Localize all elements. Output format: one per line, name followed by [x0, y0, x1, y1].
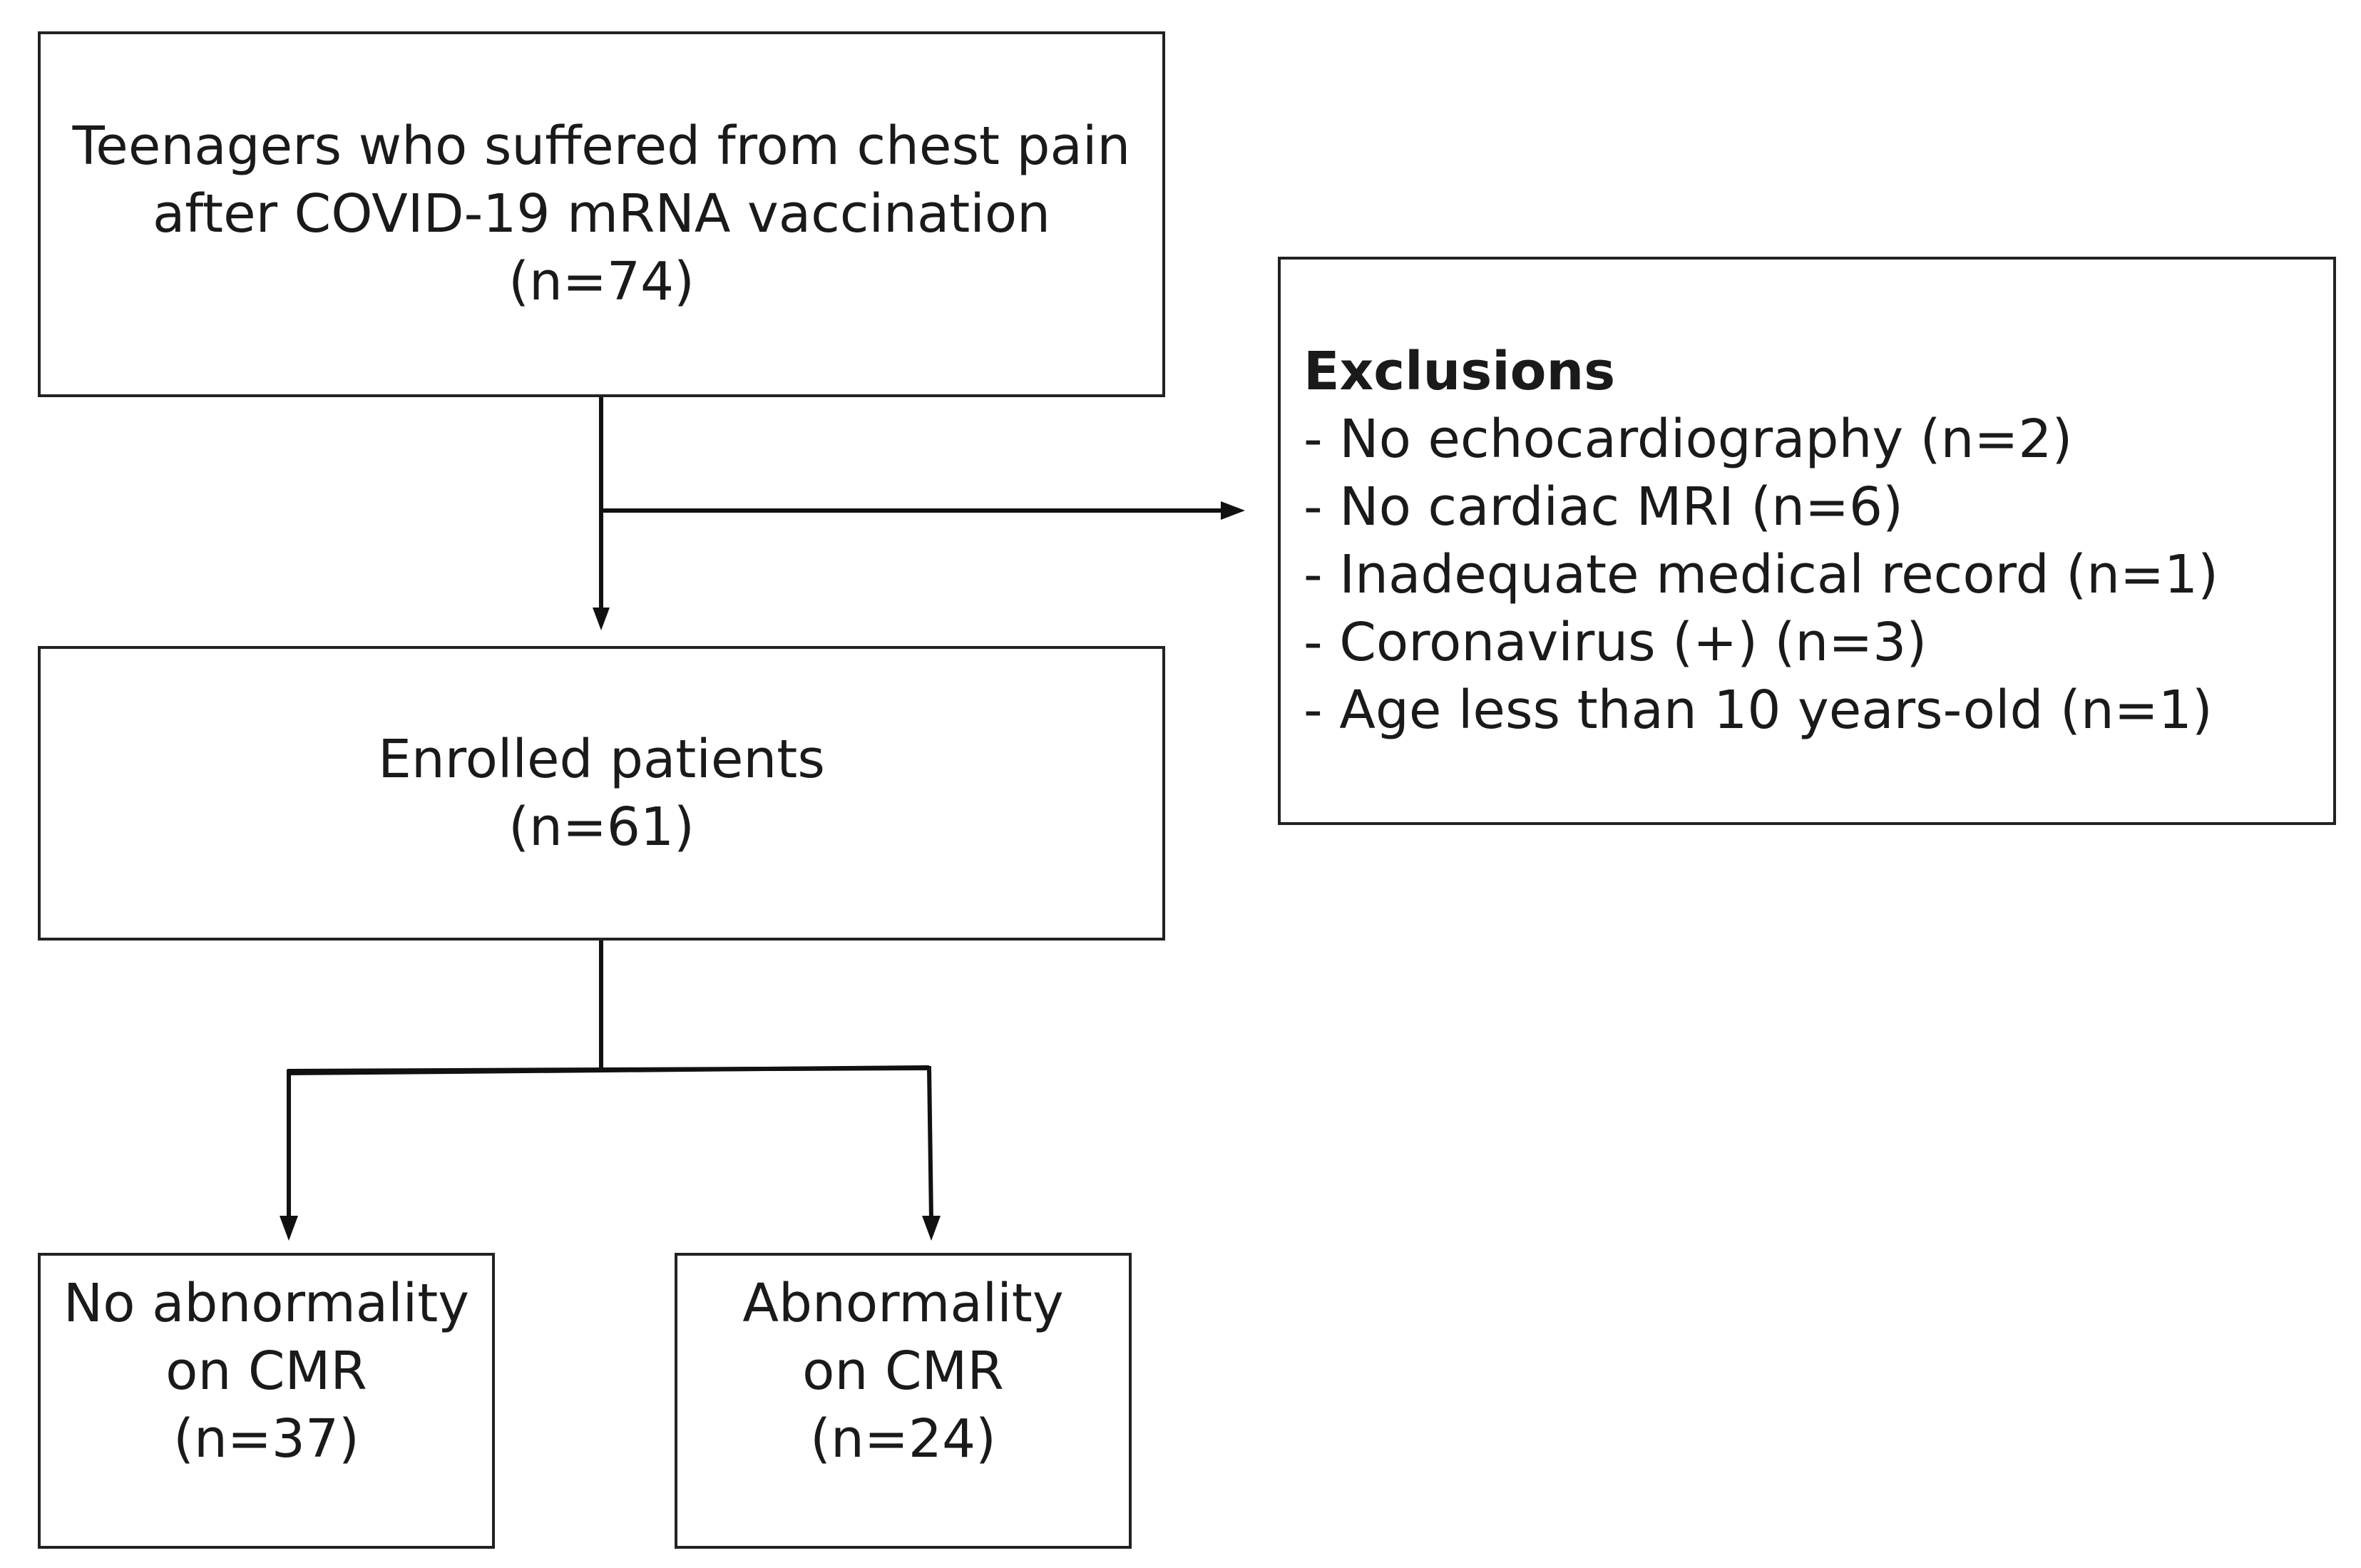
exclusions-title: Exclusions: [1304, 341, 1616, 402]
enrolled-count: (n=61): [508, 796, 695, 858]
abnormality-count: (n=24): [810, 1408, 996, 1470]
connector-split: [287, 1065, 930, 1076]
abnormality-line1: Abnormality: [742, 1273, 1064, 1334]
box-initial-cohort: Teenagers who suffered from chest pain a…: [38, 31, 1165, 397]
box-abnormality: Abnormality on CMR (n=24): [675, 1253, 1132, 1549]
box-enrolled-patients: Enrolled patients (n=61): [38, 646, 1165, 941]
no-abnormality-count: (n=37): [173, 1408, 359, 1470]
arrowhead-right-box: [922, 1216, 941, 1241]
arrowhead-exclusions: [1221, 501, 1245, 520]
arrowhead-enrolled: [593, 608, 610, 630]
exclusion-item: - No cardiac MRI (n=6): [1304, 476, 1903, 538]
exclusion-item: - Inadequate medical record (n=1): [1304, 544, 2218, 605]
abnormality-line2: on CMR: [802, 1341, 1004, 1402]
exclusion-item: - Age less than 10 years-old (n=1): [1304, 680, 2213, 741]
box-exclusions: Exclusions - No echocardiography (n=2) -…: [1278, 257, 2336, 825]
box-no-abnormality: No abnormality on CMR (n=37): [38, 1253, 495, 1549]
enrolled-label: Enrolled patients: [378, 728, 825, 790]
no-abnormality-line2: on CMR: [165, 1341, 367, 1402]
initial-cohort-line2: after COVID-19 mRNA vaccination: [152, 183, 1051, 245]
no-abnormality-line1: No abnormality: [63, 1273, 470, 1334]
exclusion-item: - Coronavirus (+) (n=3): [1304, 612, 1927, 673]
arrowhead-left-box: [280, 1216, 298, 1241]
initial-cohort-count: (n=74): [508, 251, 695, 312]
initial-cohort-line1: Teenagers who suffered from chest pain: [72, 116, 1131, 177]
connector-split-horizontal: [287, 1066, 932, 1073]
connector-right-drop: [927, 1067, 933, 1221]
exclusion-item: - No echocardiography (n=2): [1304, 409, 2073, 470]
